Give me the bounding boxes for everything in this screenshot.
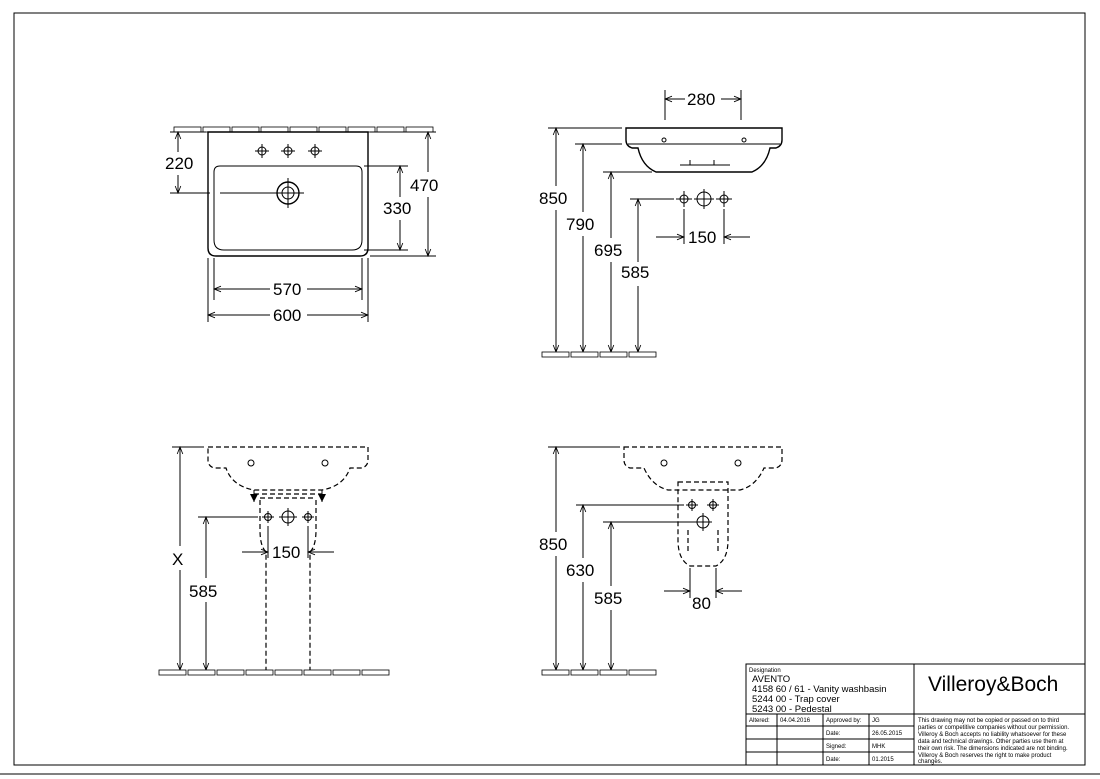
dim-585-side: 585 <box>621 263 649 282</box>
front-pedestal-view: 150 X 585 <box>158 447 390 676</box>
product-line-1: 4158 60 / 61 - Vanity washbasin <box>752 684 887 695</box>
signed-label: Signed: <box>826 744 847 750</box>
waste-connection-side-pedestal <box>686 499 719 531</box>
altered-date: 04.04.2016 <box>780 718 811 724</box>
dim-330-plan: 330 <box>383 199 411 218</box>
dim-470-plan: 470 <box>410 176 438 195</box>
basin-side-outline <box>625 127 783 173</box>
date-value-2: 01.2015 <box>872 757 894 763</box>
dim-280-side: 280 <box>687 90 715 109</box>
altered-label: Altered: <box>749 718 770 724</box>
dim-220-plan: 220 <box>165 154 193 173</box>
drawing-frame <box>13 12 1086 766</box>
drain-plan <box>220 178 304 208</box>
product-line-3: 5243 00 - Pedestal <box>752 704 832 715</box>
designation-label: Designation <box>749 668 781 674</box>
date-value-1: 26.05.2015 <box>872 731 903 737</box>
disclaimer-line-3: Villeroy & Boch accepts no liability wha… <box>918 732 1067 738</box>
dim-585-front: 585 <box>189 582 217 601</box>
disclaimer-line-5: their own risk. The dimensions indicated… <box>918 746 1068 752</box>
disclaimer-line-2: parties or competitive companies without… <box>918 725 1069 731</box>
tap-holes-plan <box>255 144 322 158</box>
dim-80-side-pedestal: 80 <box>692 594 711 613</box>
dim-150-front: 150 <box>272 543 300 562</box>
approved-label: Approved by: <box>826 718 862 724</box>
floor-hatch-side-pedestal <box>541 669 657 676</box>
waste-connection-front <box>262 508 314 526</box>
dim-850-side: 850 <box>539 189 567 208</box>
date-label-2: Date: <box>826 757 841 763</box>
floor-hatch-front <box>158 669 390 676</box>
dim-850-side-pedestal: 850 <box>539 535 567 554</box>
disclaimer-line-7: changes. <box>918 759 943 765</box>
disclaimer-line-4: data and technical drawings. Other parti… <box>918 739 1064 745</box>
dim-600-plan: 600 <box>273 306 301 325</box>
dim-695-side: 695 <box>594 241 622 260</box>
floor-hatch-side <box>541 351 657 358</box>
dim-150-side: 150 <box>688 228 716 247</box>
side-view: 280 150 850 790 695 585 <box>539 90 783 358</box>
side-pedestal-view: 80 850 630 585 <box>539 447 783 676</box>
dim-X-front: X <box>172 550 183 569</box>
disclaimer-line-6: Villeroy & Boch reserves the right to ma… <box>918 753 1052 759</box>
dim-790-side: 790 <box>566 215 594 234</box>
product-name: AVENTO <box>752 674 790 685</box>
dim-585-side-pedestal: 585 <box>594 589 622 608</box>
product-line-2: 5244 00 - Trap cover <box>752 694 840 705</box>
brand-logo: Villeroy&Boch <box>928 673 1058 696</box>
title-block: Designation AVENTO 4158 60 / 61 - Vanity… <box>745 663 1086 766</box>
wall-hatch-top <box>173 126 434 133</box>
date-label-1: Date: <box>826 731 841 737</box>
waste-connection-side <box>676 189 732 209</box>
dim-630-side-pedestal: 630 <box>566 561 594 580</box>
bowl-outline-plan <box>213 165 363 251</box>
plan-view: 220 470 330 570 600 <box>165 126 438 325</box>
dim-570-plan: 570 <box>273 280 301 299</box>
disclaimer-line-1: This drawing may not be copied or passed… <box>918 718 1059 724</box>
signed-value: MHK <box>872 744 885 750</box>
approved-value: JG <box>872 718 880 724</box>
